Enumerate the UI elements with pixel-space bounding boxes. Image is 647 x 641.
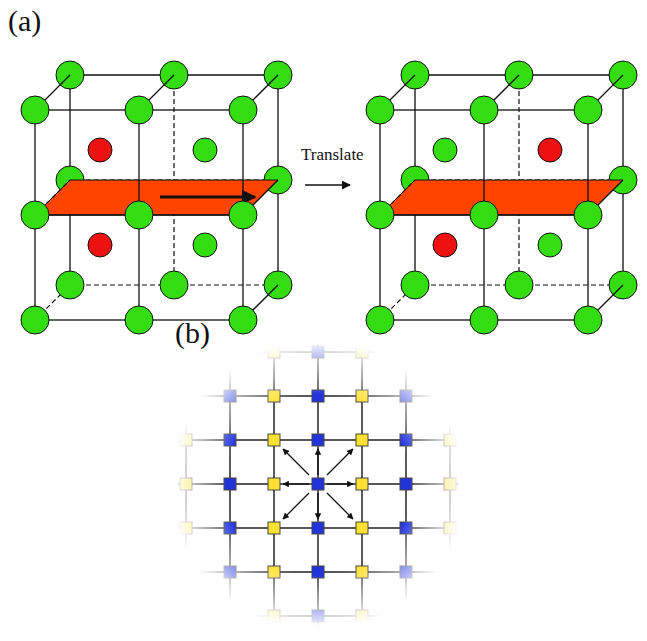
lattice-line <box>35 110 243 320</box>
lattice-site <box>444 390 456 402</box>
atom <box>229 201 257 229</box>
atom <box>125 96 153 124</box>
lattice-site <box>356 610 368 622</box>
lattice-site <box>400 390 412 402</box>
lattice-site <box>356 390 368 402</box>
atom <box>538 233 562 257</box>
lattice-site <box>312 566 324 578</box>
lattice-site <box>180 478 192 490</box>
lattice-site <box>444 566 456 578</box>
atom <box>366 306 394 334</box>
hop-arrow <box>327 483 353 484</box>
atom <box>401 271 429 299</box>
lattice-site <box>400 478 412 490</box>
atom <box>433 233 457 257</box>
lattice-site <box>268 610 280 622</box>
lattice-site <box>268 346 280 358</box>
lattice-site <box>224 434 236 446</box>
atom <box>366 201 394 229</box>
lattice-site <box>224 566 236 578</box>
lattice-site <box>400 566 412 578</box>
lattice-site <box>312 346 324 358</box>
lattice-site <box>268 434 280 446</box>
panel-label: (a) <box>8 6 41 36</box>
translate-arrow <box>305 184 350 186</box>
atom <box>574 306 602 334</box>
lattice-site <box>312 434 324 446</box>
lattice-site <box>180 610 192 622</box>
lattice-site <box>224 346 236 358</box>
lattice-site <box>312 390 324 402</box>
square-lattice <box>177 343 459 625</box>
lattice-site <box>400 610 412 622</box>
lattice-line <box>380 110 588 320</box>
lattice-site <box>268 390 280 402</box>
atom <box>470 201 498 229</box>
atom <box>433 138 457 162</box>
lattice-site <box>356 346 368 358</box>
arrow-label: Translate <box>300 146 365 163</box>
hop-arrow <box>283 449 309 475</box>
lattice-site <box>224 610 236 622</box>
lattice-site <box>400 522 412 534</box>
hop-arrow <box>317 493 318 519</box>
atom <box>193 138 217 162</box>
lattice-site <box>224 522 236 534</box>
atom <box>193 233 217 257</box>
lattice-site <box>312 522 324 534</box>
lattice-site <box>356 566 368 578</box>
atom <box>470 306 498 334</box>
atom <box>125 201 153 229</box>
hop-arrow <box>327 449 353 475</box>
atom <box>574 201 602 229</box>
lattice-site <box>180 522 192 534</box>
atom <box>88 233 112 257</box>
lattice-site <box>312 610 324 622</box>
hop-arrow <box>283 483 309 484</box>
lattice-site <box>444 434 456 446</box>
lattice-site <box>356 522 368 534</box>
atom <box>56 271 84 299</box>
lattice-site <box>400 434 412 446</box>
lattice-site <box>444 346 456 358</box>
slip-arrow <box>160 196 255 199</box>
crystal-cube-before <box>21 61 292 334</box>
lattice-site <box>268 478 280 490</box>
lattice-site <box>180 390 192 402</box>
hop-arrow <box>327 493 353 519</box>
atom <box>88 138 112 162</box>
atom <box>125 306 153 334</box>
lattice-site <box>268 566 280 578</box>
lattice-site <box>356 478 368 490</box>
atom <box>21 201 49 229</box>
atom <box>21 306 49 334</box>
lattice-site <box>268 522 280 534</box>
lattice-site <box>400 346 412 358</box>
atom <box>470 96 498 124</box>
atom <box>21 96 49 124</box>
lattice-site <box>444 522 456 534</box>
lattice-site <box>224 478 236 490</box>
lattice-site <box>312 478 324 490</box>
lattice-site <box>444 478 456 490</box>
atom <box>160 271 188 299</box>
lattice-site <box>180 434 192 446</box>
atom <box>229 306 257 334</box>
hop-arrow <box>283 493 309 519</box>
panel-label: (b) <box>175 318 210 348</box>
atom <box>574 96 602 124</box>
hop-arrow <box>317 449 318 475</box>
lattice-site <box>444 610 456 622</box>
crystal-cube-after <box>366 61 637 334</box>
lattice-site <box>224 390 236 402</box>
atom <box>538 138 562 162</box>
atom <box>366 96 394 124</box>
atom <box>229 96 257 124</box>
atom <box>505 271 533 299</box>
lattice-site <box>356 434 368 446</box>
lattice-site <box>180 566 192 578</box>
